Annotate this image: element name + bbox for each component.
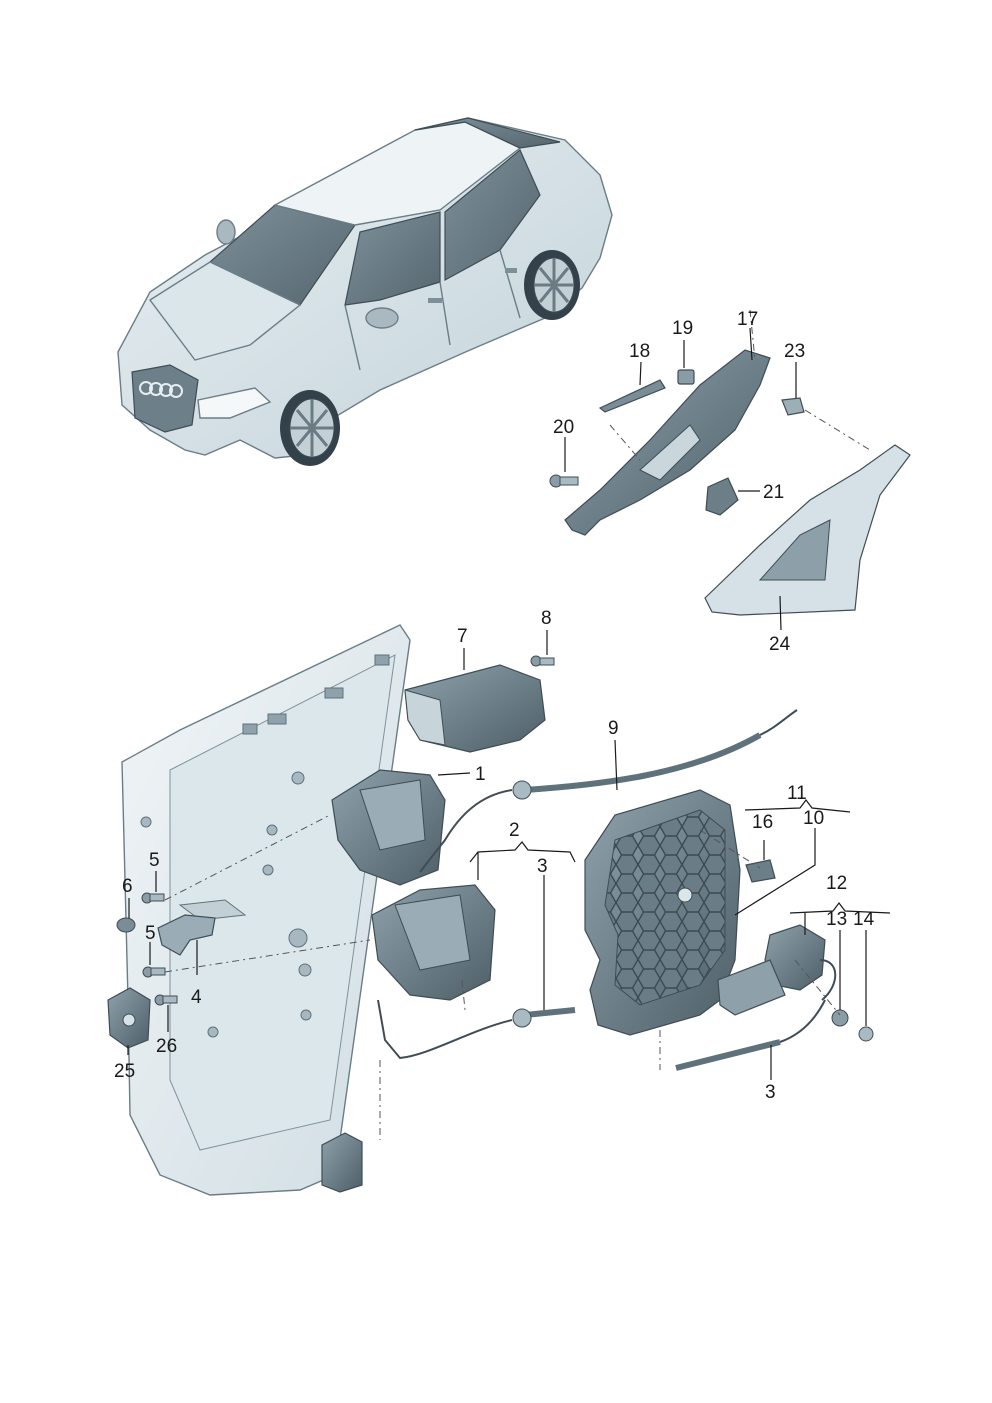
handle-bracket — [564, 349, 771, 536]
callout-13: 13 — [826, 909, 847, 930]
car-illustration — [117, 117, 613, 466]
clip-23 — [781, 397, 805, 416]
callout-8: 8 — [541, 608, 552, 629]
callout-21: 21 — [763, 482, 784, 503]
cable-3-lower — [377, 999, 576, 1060]
callout-7: 7 — [457, 626, 468, 647]
inner-handle-assembly — [549, 309, 911, 616]
handle-clip-19 — [677, 369, 695, 385]
callout-18: 18 — [629, 341, 650, 362]
callout-26: 26 — [156, 1036, 177, 1057]
callout-24: 24 — [769, 634, 791, 655]
latch-cover-7 — [404, 664, 546, 753]
screw-5-lower — [142, 966, 166, 978]
callout-5-upper: 5 — [149, 850, 160, 871]
handle-lever — [598, 379, 666, 413]
callout-labels: 17 18 19 20 21 23 24 7 8 9 1 2 3 11 16 1… — [114, 309, 875, 1103]
door-shell — [121, 624, 411, 1196]
window-motor-12 — [717, 924, 837, 1016]
car-side-window-front — [344, 211, 441, 306]
callout-16: 16 — [752, 812, 773, 833]
assembly-lines — [164, 814, 841, 1140]
grommet-13 — [831, 1009, 849, 1027]
callout-6: 6 — [122, 876, 133, 897]
callout-5-lower: 5 — [145, 923, 156, 944]
callout-25: 25 — [114, 1061, 135, 1082]
callout-3-lower: 3 — [537, 856, 548, 877]
callout-10: 10 — [803, 808, 824, 829]
callout-9: 9 — [608, 718, 619, 739]
screw-26 — [154, 994, 178, 1006]
car-mirror-left — [216, 219, 236, 245]
lower-bracket — [321, 1132, 363, 1193]
callout-17: 17 — [737, 309, 758, 330]
door-lock-1 — [331, 769, 446, 886]
callout-23: 23 — [784, 341, 805, 362]
cable-9 — [419, 709, 798, 873]
leader-lines — [127, 327, 891, 1080]
car-side-window-rear — [444, 149, 541, 282]
car-door-handle-front — [428, 298, 442, 303]
car-headlight — [197, 387, 272, 419]
cable-3-right — [675, 999, 826, 1071]
car-mirror-right — [365, 307, 399, 329]
screw-20 — [549, 474, 579, 488]
door-lock-2 — [371, 884, 496, 1001]
callout-19: 19 — [672, 318, 693, 339]
callout-20: 20 — [553, 417, 574, 438]
callout-1: 1 — [475, 764, 486, 785]
car-hood — [148, 261, 302, 361]
callout-11: 11 — [787, 783, 807, 804]
part-16 — [745, 859, 776, 883]
regulator-panel-10 — [584, 789, 741, 1036]
callout-4: 4 — [191, 987, 202, 1008]
screw-5-upper — [141, 892, 165, 904]
screw-8 — [530, 655, 555, 667]
car-rear-wheel — [524, 250, 580, 320]
car-door-handle-rear — [505, 268, 517, 273]
callout-3-right: 3 — [765, 1082, 776, 1103]
handle-trim-24 — [704, 444, 911, 616]
callout-2: 2 — [509, 820, 520, 841]
car-rear-glass — [414, 117, 561, 149]
callout-14: 14 — [853, 909, 875, 930]
screw-14 — [858, 1026, 874, 1042]
callout-12: 12 — [826, 873, 847, 894]
car-front-wheel — [280, 390, 340, 466]
car-logo-rings — [139, 381, 183, 398]
check-strap-4 — [157, 914, 216, 956]
handle-insert-21 — [705, 477, 739, 516]
striker-25 — [107, 987, 151, 1049]
plug-6 — [116, 917, 136, 933]
